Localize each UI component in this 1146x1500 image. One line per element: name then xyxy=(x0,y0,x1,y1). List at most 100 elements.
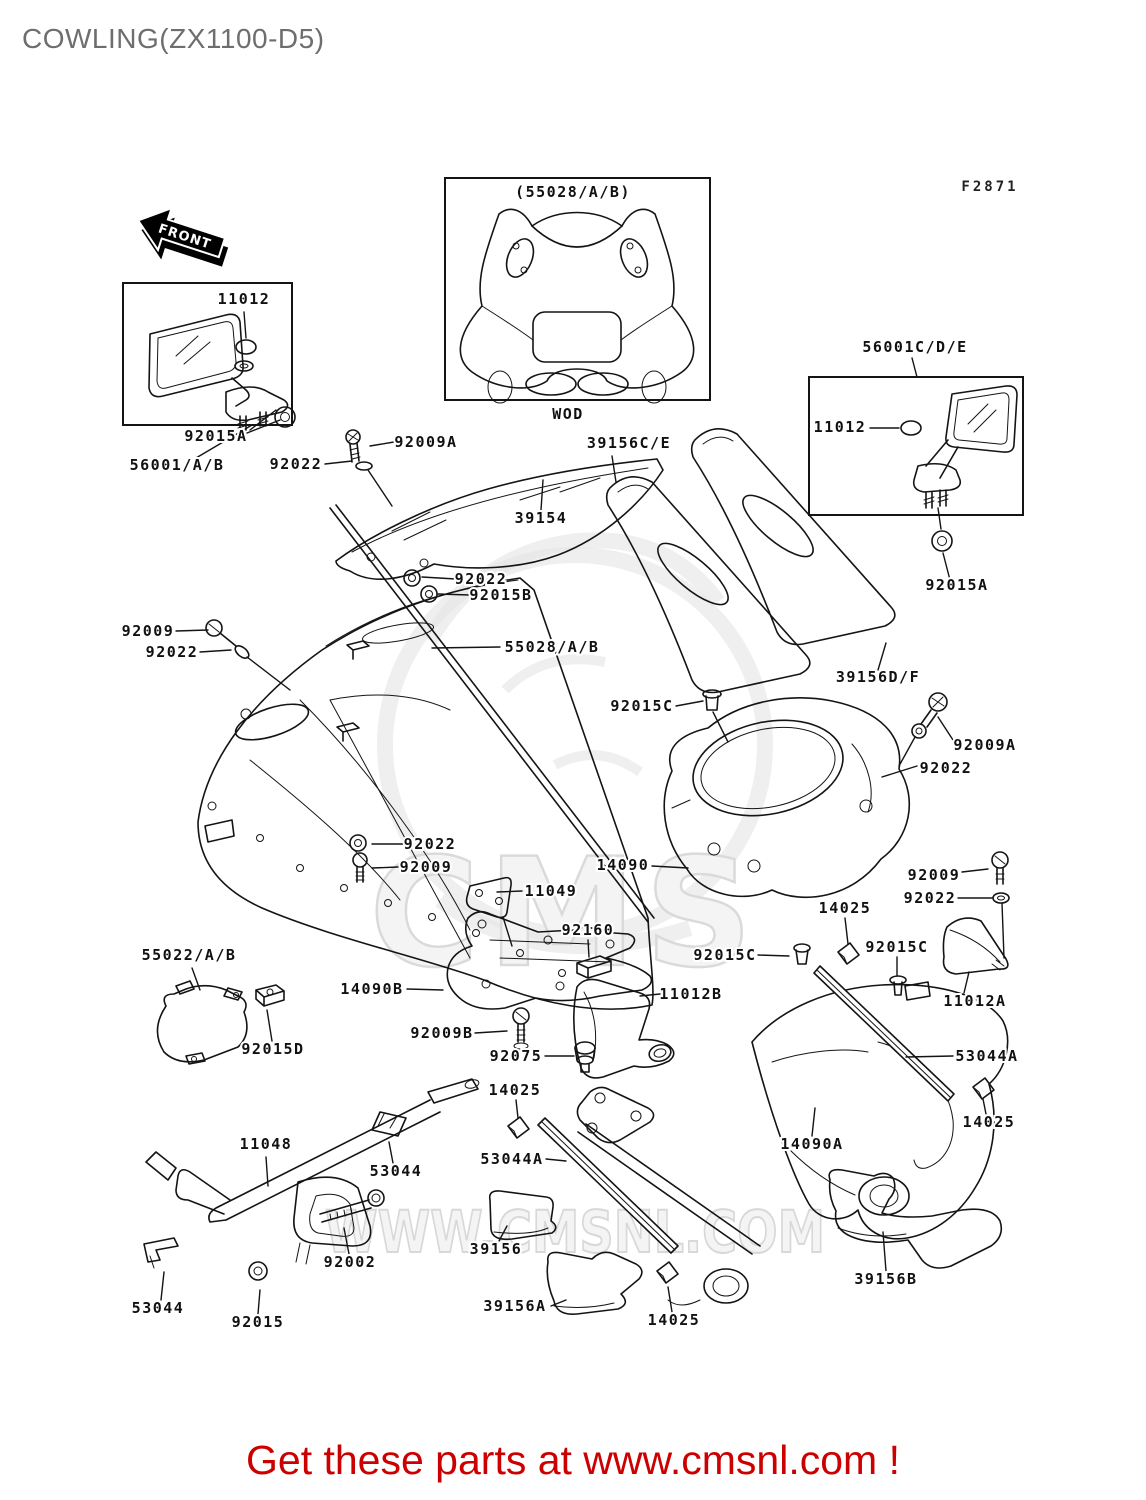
part-label-92022-c: 92022 xyxy=(146,643,199,661)
part-clip-53044-left xyxy=(143,1237,179,1269)
part-mirror-left xyxy=(148,313,296,431)
figure-code: F2871 xyxy=(961,179,1018,195)
part-label-92009a-top: 92009A xyxy=(394,433,457,451)
part-label-11012b: 11012B xyxy=(659,985,722,1003)
part-windshield-39154 xyxy=(335,458,664,580)
part-label-55022ab: 55022/A/B xyxy=(142,946,237,964)
part-strip-53044a-right xyxy=(813,965,955,1102)
part-label-92002: 92002 xyxy=(324,1253,377,1271)
part-lower-center-bracket xyxy=(576,1086,761,1306)
part-screw-92009a-top xyxy=(345,429,393,507)
part-bracket-14090b xyxy=(446,910,653,1010)
front-arrow-icon: FRONT xyxy=(136,206,229,267)
part-label-56001ab: 56001/A/B xyxy=(130,456,225,474)
part-label-11012-right: 11012 xyxy=(814,418,867,436)
part-meter-cover-14090 xyxy=(663,697,911,899)
part-damper-92160 xyxy=(576,955,612,979)
part-label-92015a-right: 92015A xyxy=(925,576,988,594)
cms-watermark: CMS WWW.CMSNL.COM xyxy=(324,532,826,1267)
part-labels: 11012 92015A 56001/A/B 92022 92009A 3915… xyxy=(120,288,1019,1333)
part-label-55028ab: 55028/A/B xyxy=(505,638,600,656)
part-label-39156: 39156 xyxy=(470,1240,523,1258)
part-label-53044a-right: 53044A xyxy=(955,1047,1018,1065)
part-label-92009b: 92009B xyxy=(410,1024,473,1042)
part-screw-92009-mid xyxy=(352,852,368,883)
part-washer-92022-d xyxy=(911,723,927,739)
part-screw-92009a-right xyxy=(898,692,948,767)
part-clip-53044-right xyxy=(371,1111,407,1137)
watermark-mascot-face xyxy=(501,654,643,777)
part-mirror-right xyxy=(900,385,1018,552)
part-label-92009a-right: 92009A xyxy=(953,736,1016,754)
part-label-92015c-a: 92015C xyxy=(610,697,673,715)
part-washer-92022-f xyxy=(992,892,1010,904)
part-pad-39156a xyxy=(546,1251,643,1316)
part-knob-92075 xyxy=(574,1041,596,1073)
part-stay-11048 xyxy=(145,1078,480,1265)
part-label-39156b: 39156B xyxy=(854,1270,917,1288)
part-label-92009-mid: 92009 xyxy=(400,858,453,876)
part-rivet-92015c-a xyxy=(702,689,729,743)
part-clip-14025-a xyxy=(837,942,860,965)
part-label-92015c-c: 92015C xyxy=(865,938,928,956)
watermark-mascot-circle xyxy=(377,547,773,943)
left-mirror-box xyxy=(122,282,293,426)
part-label-92022-f: 92022 xyxy=(904,889,957,907)
part-label-92015a-left: 92015A xyxy=(184,427,247,445)
top-box-caption: WOD xyxy=(552,405,584,423)
part-label-92022-d: 92022 xyxy=(920,759,973,777)
part-nut-92015a-left xyxy=(274,406,296,428)
part-clip-14025-d xyxy=(656,1261,679,1284)
part-nut-92015a-right xyxy=(931,530,953,552)
part-label-39154: 39154 xyxy=(515,509,568,527)
part-rivet-92015c-c xyxy=(889,975,907,996)
part-trim-39156df xyxy=(690,428,896,646)
part-screw-92009-right xyxy=(991,851,1010,959)
part-label-14025-c: 14025 xyxy=(963,1113,1016,1131)
part-label-92160: 92160 xyxy=(562,921,615,939)
part-bolt-92002 xyxy=(319,1189,385,1223)
part-label-14090b: 14090B xyxy=(340,980,403,998)
top-cowling-box xyxy=(444,177,711,401)
part-label-92009-left: 92009 xyxy=(122,622,175,640)
cmsnl-banner-text: Get these parts at www.cmsnl.com ! xyxy=(246,1437,900,1483)
part-trim-39156ce xyxy=(605,476,811,694)
part-label-39156df: 39156D/F xyxy=(836,668,920,686)
part-label-39156a: 39156A xyxy=(483,1297,546,1315)
part-label-56001cde: 56001C/D/E xyxy=(862,338,967,356)
part-label-92009-right: 92009 xyxy=(908,866,961,884)
watermark-mascot-arc xyxy=(435,893,693,955)
part-washer-92022-a xyxy=(355,461,373,471)
part-label-92022-a: 92022 xyxy=(270,455,323,473)
part-label-14090: 14090 xyxy=(597,856,650,874)
part-cap-11012-right xyxy=(900,420,922,436)
part-clip-14025-b xyxy=(507,1116,530,1139)
part-grommet-92015b xyxy=(420,585,438,603)
part-nut-92015 xyxy=(248,1261,268,1281)
part-label-92015: 92015 xyxy=(232,1313,285,1331)
part-rivet-92015c-b xyxy=(793,943,811,965)
part-label-53044-right: 53044 xyxy=(370,1162,423,1180)
part-strip-53044a-center xyxy=(537,1117,679,1254)
part-label-92022-e: 92022 xyxy=(404,835,457,853)
part-label-92015d: 92015D xyxy=(241,1040,304,1058)
part-label-11012a: 11012A xyxy=(943,992,1006,1010)
part-label-92022-b: 92022 xyxy=(455,570,508,588)
part-label-39156ce: 39156C/E xyxy=(587,434,671,452)
part-screw-92009b xyxy=(512,1007,530,1050)
part-cover-55022 xyxy=(156,980,248,1065)
part-grommet-92022-b xyxy=(403,569,421,587)
part-main-cowling-55028 xyxy=(197,504,655,1010)
part-label-53044a-center: 53044A xyxy=(480,1150,543,1168)
part-label-14025-a: 14025 xyxy=(819,899,872,917)
part-upper-cowling-front xyxy=(459,208,695,404)
part-label-53044-left: 53044 xyxy=(132,1299,185,1317)
part-label-92015b: 92015B xyxy=(469,586,532,604)
part-label-11049: 11049 xyxy=(525,882,578,900)
top-box-title: (55028/A/B) xyxy=(515,183,631,201)
page-title: COWLING(ZX1100-D5) xyxy=(22,23,325,54)
right-mirror-box xyxy=(808,376,1024,516)
part-screw-92009-left xyxy=(205,619,291,691)
part-label-92015c-b: 92015C xyxy=(693,946,756,964)
part-nut-92022-e xyxy=(349,834,367,852)
